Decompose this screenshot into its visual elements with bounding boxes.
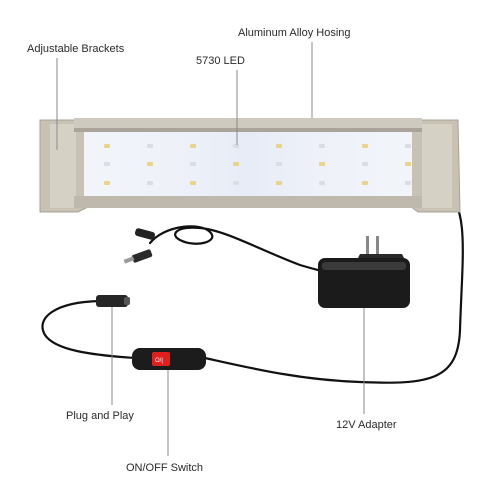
- led-chip: [190, 181, 196, 185]
- led-chip: [104, 144, 110, 148]
- led-chip: [405, 144, 411, 148]
- led-chip: [362, 181, 368, 185]
- label-adjustable-brackets: Adjustable Brackets: [27, 43, 125, 55]
- label-led-type: 5730 LED: [196, 55, 245, 67]
- coiled-lead-cable: [148, 225, 327, 274]
- led-chip: [233, 162, 239, 166]
- led-chip: [147, 181, 153, 185]
- led-chip: [405, 162, 411, 166]
- label-switch: ON/OFF Switch: [126, 462, 204, 474]
- led-light-bar-icon: [39, 118, 461, 213]
- led-chip: [319, 181, 325, 185]
- led-chip: [190, 144, 196, 148]
- led-chip: [276, 181, 282, 185]
- led-chip-array: [104, 144, 411, 185]
- led-chip: [104, 181, 110, 185]
- led-chip: [319, 144, 325, 148]
- svg-text:O/|: O/|: [155, 358, 163, 364]
- led-chip: [276, 144, 282, 148]
- led-chip: [362, 162, 368, 166]
- led-chip: [319, 162, 325, 166]
- led-chip: [405, 181, 411, 185]
- led-chip: [276, 162, 282, 166]
- led-chip: [233, 144, 239, 148]
- light-bar-tail-cable: [203, 190, 464, 384]
- led-chip: [233, 181, 239, 185]
- led-chip: [104, 162, 110, 166]
- dc-socket-icon: [96, 295, 130, 307]
- inline-switch-icon: O/|: [132, 348, 206, 370]
- led-chip: [362, 144, 368, 148]
- label-plug-and-play: Plug and Play: [66, 410, 134, 422]
- dc-plug-connector-icon: [123, 228, 156, 264]
- led-chip: [147, 144, 153, 148]
- led-chip: [190, 162, 196, 166]
- cables: [41, 190, 464, 384]
- switch-to-plug-cable: [41, 299, 137, 360]
- label-adapter: 12V Adapter: [336, 419, 397, 431]
- power-adapter-icon: [318, 236, 410, 308]
- label-aluminum-housing: Aluminum Alloy Hosing: [238, 27, 351, 39]
- led-chip: [147, 162, 153, 166]
- leader-lines: [56, 42, 365, 456]
